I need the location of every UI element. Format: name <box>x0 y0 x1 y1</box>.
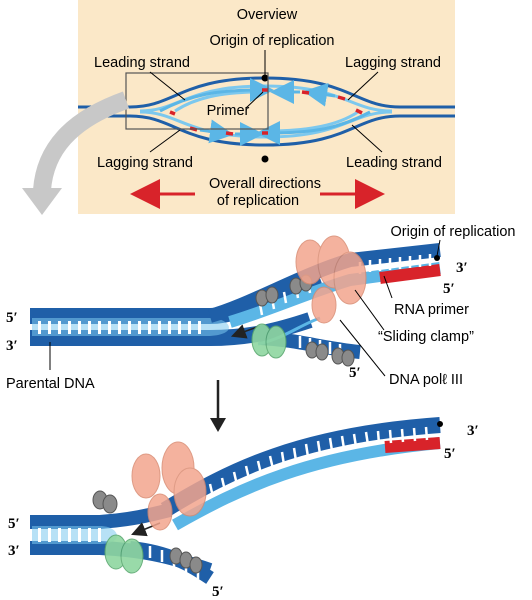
overview-primer-label: Primer <box>207 103 250 119</box>
detail1-rna-primer-label: RNA primer <box>394 302 469 318</box>
detail2-end-3-right: 3′ <box>467 423 479 439</box>
overview-directions-line1: Overall directions <box>209 176 321 192</box>
detail2-green-protein <box>104 534 144 574</box>
overview-primers <box>169 88 363 136</box>
detail1-end-5-right: 5′ <box>443 281 455 297</box>
detail2-polymerase <box>131 441 207 531</box>
step-arrow <box>210 380 226 432</box>
detail2-rna-primer-segment <box>384 437 441 453</box>
detail2-leading-arm <box>160 417 443 531</box>
overview-directions-line2: of replication <box>217 193 299 209</box>
detail1-parental-label: Parental DNA <box>6 376 95 392</box>
overview-lagging-top-label: Lagging strand <box>345 55 441 71</box>
overview-inner-strands <box>159 78 371 146</box>
detail1-rna-primer-segment <box>379 264 441 284</box>
detail1-end-3-right: 3′ <box>456 260 468 276</box>
detail2-end-5-bottom: 5′ <box>212 584 224 600</box>
detail2-end-5-left: 5′ <box>8 516 20 532</box>
detail-panel-1: Origin of replication RNA primer “Slidin… <box>6 224 515 392</box>
overview-origin-label: Origin of replication <box>210 33 335 49</box>
detail1-end-5-bottom: 5′ <box>349 365 361 381</box>
zoom-arrow <box>22 91 130 215</box>
overview-leader-lines <box>149 50 383 153</box>
detail1-polymerase <box>295 235 367 324</box>
detail1-green-protein <box>251 323 287 359</box>
detail2-gray-clamps <box>92 490 203 574</box>
detail1-end-5-left: 5′ <box>6 310 18 326</box>
origin-dot-bottom <box>261 155 269 163</box>
detail1-leader-lines <box>49 239 441 377</box>
detail1-sliding-clamp-label: “Sliding clamp” <box>378 329 474 345</box>
overview-title: Overview <box>237 7 298 23</box>
overview-leading-bottom-label: Leading strand <box>346 155 442 171</box>
detail1-origin-label: Origin of replication <box>391 224 516 240</box>
overview-panel: Overview Origin of replication Leading s… <box>78 0 455 214</box>
detail1-dna-pol-label: DNA polℓ III <box>389 372 463 388</box>
overview-lagging-bottom-label: Lagging strand <box>97 155 193 171</box>
detail2-end-5-right: 5′ <box>444 446 456 462</box>
detail2-end-3-left: 3′ <box>8 543 20 559</box>
detail-panel-2: 3′ 5′ 5′ 3′ 5′ <box>8 417 479 600</box>
overview-leading-top-label: Leading strand <box>94 55 190 71</box>
detail1-end-3-left: 3′ <box>6 338 18 354</box>
